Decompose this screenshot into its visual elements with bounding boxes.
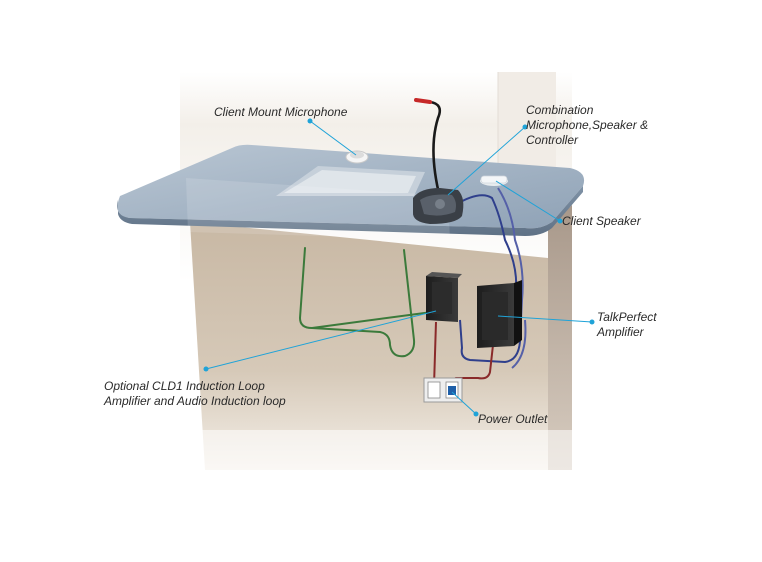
combination-unit [412, 98, 464, 224]
client-speaker-label-line-1: Client Speaker [562, 214, 641, 228]
client-mount-microphone-label-line-1: Client Mount Microphone [214, 105, 348, 119]
combination-unit-label-line-1: Combination [526, 103, 594, 117]
talkperfect-amplifier-box [477, 280, 522, 348]
client-speaker-label: Client Speaker [562, 214, 641, 229]
client-mount-microphone [345, 150, 369, 164]
induction-loop-amplifier [426, 272, 462, 322]
power-outlet [423, 377, 463, 403]
induction-loop-wire [298, 247, 433, 358]
callout-connectors [205, 120, 593, 415]
callout-dots [203, 118, 595, 417]
client-mount-microphone-label: Client Mount Microphone [214, 105, 347, 120]
power-outlet-label: Power Outlet [478, 412, 547, 427]
combination-unit-label-line-3: Controller [526, 133, 579, 147]
cabinet [190, 205, 575, 475]
induction-loop-label-line-2: Amplifier and Audio Induction loop [104, 394, 286, 408]
client-speaker [480, 175, 508, 186]
power-outlet-label-line-1: Power Outlet [478, 412, 548, 426]
combination-unit-label: Combination Microphone,Speaker & Control… [526, 103, 648, 148]
counter-top [117, 144, 585, 240]
audio-wires [454, 187, 527, 369]
talkperfect-amplifier-label-line-2: Amplifier [597, 325, 644, 339]
combination-unit-label-line-2: Microphone,Speaker & [526, 118, 649, 132]
talkperfect-amplifier-label-line-1: TalkPerfect [597, 310, 657, 324]
talkperfect-amplifier-label: TalkPerfect Amplifier [597, 310, 657, 340]
induction-loop-label-line-1: Optional CLD1 Induction Loop [104, 379, 265, 393]
induction-loop-label: Optional CLD1 Induction Loop Amplifier a… [104, 379, 286, 409]
